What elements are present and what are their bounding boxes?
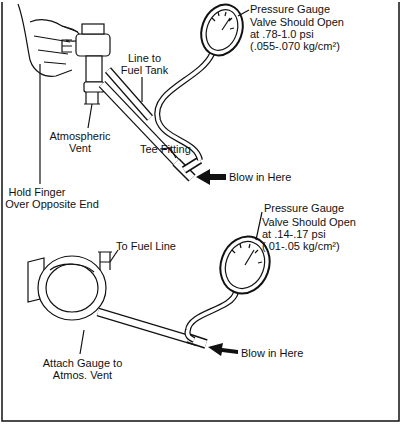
- part-label: Pressure Gauge: [264, 202, 344, 214]
- part-label: Tee Fitting: [140, 143, 191, 155]
- part-label: To Fuel Line: [116, 240, 176, 252]
- part-label: Blow in Here: [229, 171, 291, 183]
- part-label: Pressure Gauge: [250, 3, 330, 15]
- part-label: Line to Fuel Tank: [118, 52, 171, 76]
- part-label: Atmospheric Vent: [48, 130, 112, 154]
- wrap-spacer: [72, 186, 102, 198]
- part-label: Valve Should Open at .14-.17 psi (.01-.0…: [262, 216, 362, 252]
- part-label: Blow in Here: [241, 347, 303, 359]
- part-label: Attach Gauge to Atmos. Vent: [40, 357, 125, 381]
- part-label: Hold Finger Over Opposite End: [2, 186, 102, 210]
- part-label: Valve Should Open at .78-1.0 psi (.055-.…: [250, 16, 350, 52]
